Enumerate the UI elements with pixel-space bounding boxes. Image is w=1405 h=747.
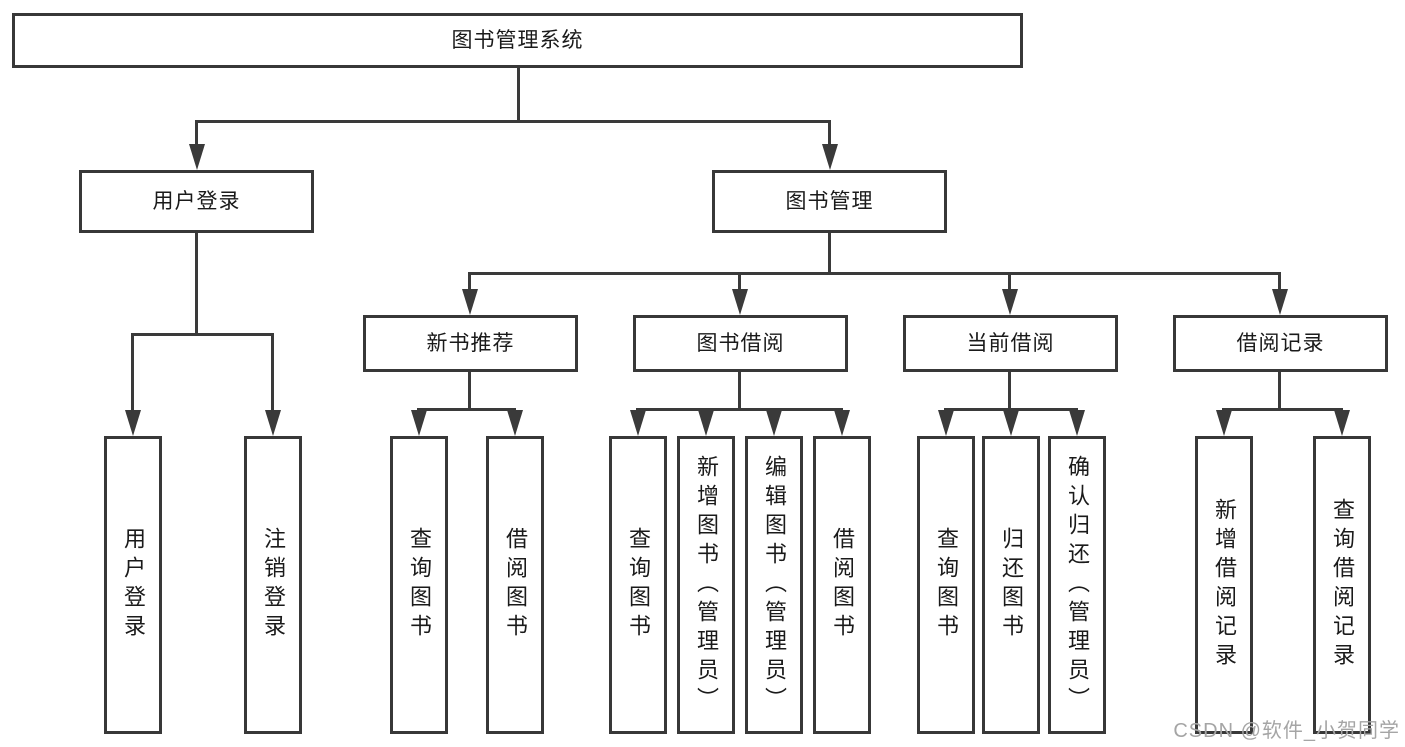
connector-stem xyxy=(468,372,471,411)
connector-arrow xyxy=(1075,408,1078,410)
connector-arrow xyxy=(271,333,274,410)
connector-arrow xyxy=(1222,408,1225,410)
connector-arrow xyxy=(840,408,843,410)
connector-arrow xyxy=(131,333,134,410)
node-root-system: 图书管理系统 xyxy=(12,13,1023,68)
connector-stem xyxy=(738,372,741,411)
connector-stem xyxy=(517,68,520,123)
leaf-borrow-books: 借阅图书 xyxy=(486,436,544,734)
node-borrow-records: 借阅记录 xyxy=(1173,315,1388,372)
connector-arrow xyxy=(772,408,775,410)
node-book-borrowing: 图书借阅 xyxy=(633,315,848,372)
connector-branch-line xyxy=(195,120,831,123)
connector-stem xyxy=(1278,372,1281,411)
leaf-query-books-2: 查询图书 xyxy=(609,436,667,734)
connector-arrow xyxy=(513,408,516,410)
leaf-query-books: 查询图书 xyxy=(390,436,448,734)
leaf-return-books: 归还图书 xyxy=(982,436,1040,734)
node-book-management: 图书管理 xyxy=(712,170,947,233)
connector-branch-line xyxy=(131,333,274,336)
connector-arrow xyxy=(417,408,420,410)
connector-stem xyxy=(195,233,198,336)
leaf-user-login: 用户登录 xyxy=(104,436,162,734)
connector-arrow xyxy=(195,120,198,144)
node-user-login: 用户登录 xyxy=(79,170,314,233)
connector-arrow xyxy=(944,408,947,410)
connector-branch-line xyxy=(636,408,843,411)
connector-arrow xyxy=(1278,272,1281,289)
connector-arrow xyxy=(738,272,741,289)
leaf-query-borrow-record: 查询借阅记录 xyxy=(1313,436,1371,734)
connector-stem xyxy=(1008,372,1011,411)
connector-arrow xyxy=(468,272,471,289)
connector-arrow xyxy=(1340,408,1343,410)
connector-arrow xyxy=(1008,272,1011,289)
node-current-borrowing: 当前借阅 xyxy=(903,315,1118,372)
leaf-query-books-3: 查询图书 xyxy=(917,436,975,734)
connector-arrow xyxy=(636,408,639,410)
leaf-borrow-books-2: 借阅图书 xyxy=(813,436,871,734)
leaf-confirm-return-admin: 确认归还（管理员） xyxy=(1048,436,1106,734)
leaf-edit-books-admin: 编辑图书（管理员） xyxy=(745,436,803,734)
leaf-add-borrow-record: 新增借阅记录 xyxy=(1195,436,1253,734)
connector-branch-line xyxy=(1222,408,1343,411)
connector-arrow xyxy=(704,408,707,410)
node-new-book-recommend: 新书推荐 xyxy=(363,315,578,372)
connector-arrow xyxy=(828,120,831,144)
leaf-add-books-admin: 新增图书（管理员） xyxy=(677,436,735,734)
connector-branch-line xyxy=(417,408,516,411)
csdn-watermark: CSDN @软件_小贺同学 xyxy=(1173,720,1400,742)
connector-branch-line xyxy=(468,272,1281,275)
connector-stem xyxy=(828,233,831,275)
connector-arrow xyxy=(1009,408,1012,410)
leaf-logout: 注销登录 xyxy=(244,436,302,734)
